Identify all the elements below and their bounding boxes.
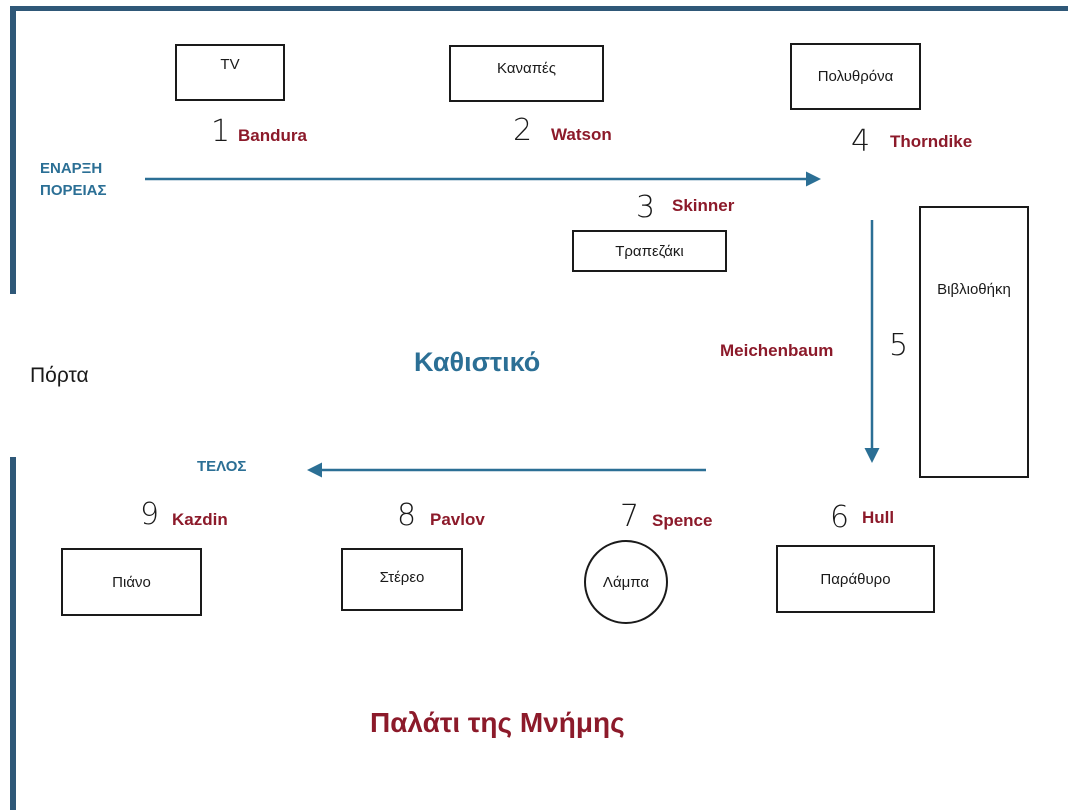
furniture-stereo-label: Στέρεο <box>379 569 425 586</box>
furniture-sofa-label: Καναπές <box>497 60 556 77</box>
furniture-coffee-table-label: Τραπεζάκι <box>615 242 684 260</box>
furniture-armchair-label: Πολυθρόνα <box>817 68 894 85</box>
station-9-number: 9 <box>140 497 160 532</box>
route-start-label: ΕΝΑΡΞΗ ΠΟΡΕΙΑΣ <box>40 158 107 202</box>
station-6-name: Hull <box>862 508 895 527</box>
furniture-bookcase-label: Βιβλιοθήκη <box>937 280 1011 298</box>
diagram-caption: Παλάτι της Μνήμης <box>370 707 625 738</box>
wall-left-lower <box>10 457 16 810</box>
station-2-name: Watson <box>551 125 612 144</box>
wall-left-upper <box>10 6 16 294</box>
furniture-sofa: Καναπές <box>449 45 604 102</box>
station-9-name: Kazdin <box>172 510 228 529</box>
station-6-number: 6 <box>830 500 850 535</box>
route-start-line-1: ΕΝΑΡΞΗ <box>40 160 103 177</box>
furniture-coffee-table: Τραπεζάκι <box>572 230 727 272</box>
station-3-name: Skinner <box>672 196 735 215</box>
door-label: Πόρτα <box>30 364 89 387</box>
furniture-tv-label: TV <box>220 56 240 73</box>
station-1-number: 1 <box>211 114 231 149</box>
furniture-tv: TV <box>175 44 285 101</box>
route-start-line-2: ΠΟΡΕΙΑΣ <box>40 182 107 199</box>
furniture-armchair: Πολυθρόνα <box>790 43 921 110</box>
wall-top <box>10 6 1068 11</box>
furniture-lamp-label: Λάμπα <box>602 573 650 591</box>
station-3-number: 3 <box>636 190 656 225</box>
room-title: Καθιστικό <box>414 347 541 377</box>
station-4-number: 4 <box>851 124 871 159</box>
route-end-label: ΤΕΛΟΣ <box>197 458 247 475</box>
furniture-piano: Πιάνο <box>61 548 202 616</box>
furniture-lamp: Λάμπα <box>584 540 668 624</box>
station-4-name: Thorndike <box>890 132 973 151</box>
station-7-name: Spence <box>652 511 713 530</box>
station-5-name: Meichenbaum <box>720 341 834 360</box>
station-7-number: 7 <box>620 499 640 534</box>
station-1-name: Bandura <box>238 126 307 145</box>
station-2-number: 2 <box>513 113 533 148</box>
station-8-number: 8 <box>397 498 417 533</box>
furniture-window-label: Παράθυρο <box>820 570 891 588</box>
station-5-number: 5 <box>889 328 909 363</box>
furniture-stereo: Στέρεο <box>341 548 463 611</box>
station-8-name: Pavlov <box>430 510 485 529</box>
furniture-piano-label: Πιάνο <box>112 573 151 591</box>
furniture-window: Παράθυρο <box>776 545 935 613</box>
furniture-bookcase: Βιβλιοθήκη <box>919 206 1029 478</box>
